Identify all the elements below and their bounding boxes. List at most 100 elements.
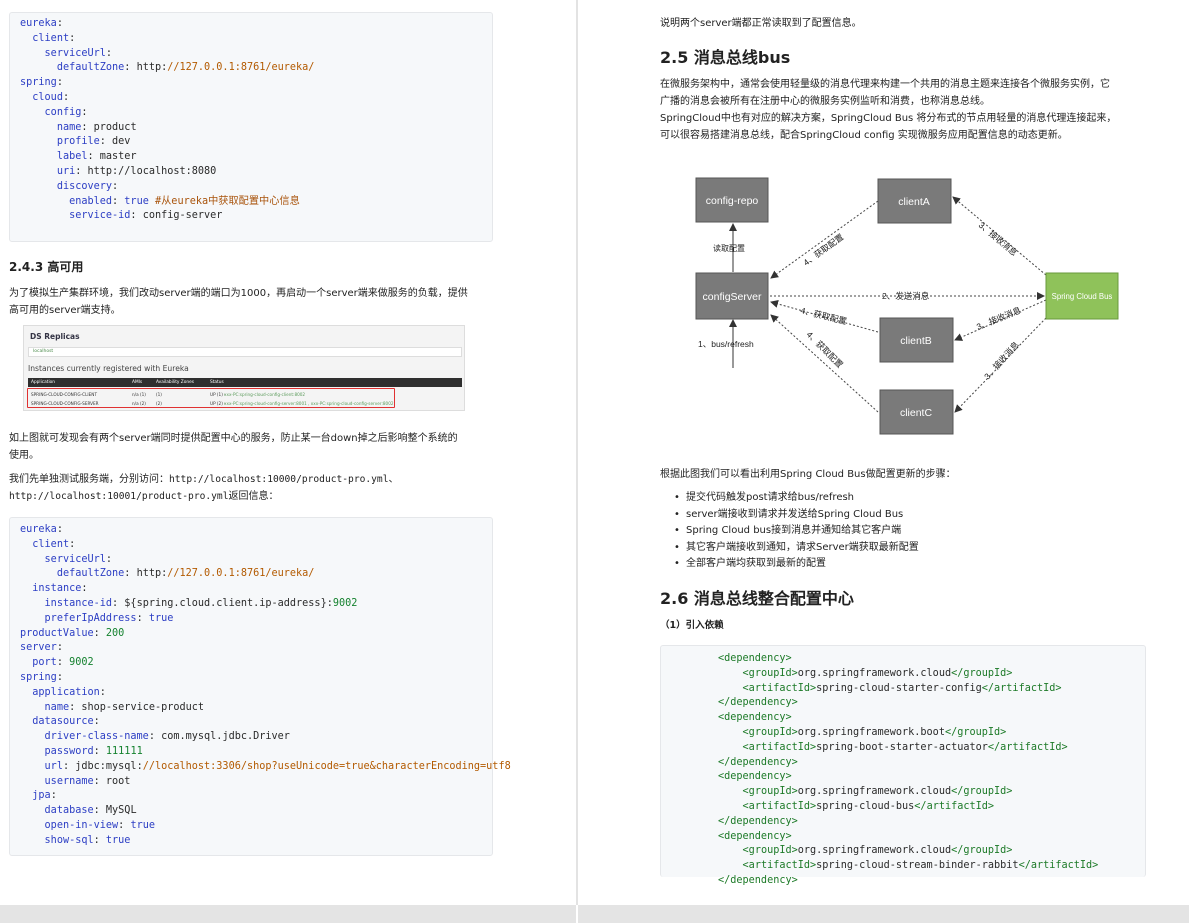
code-line: username: root: [44, 775, 131, 787]
table-row: SPRING-CLOUD-CONFIG-CLIENT n/a (1) (1) U…: [31, 392, 306, 397]
code-line: defaultZone: http://127.0.0.1:8761/eurek…: [56, 568, 315, 580]
list-item: 提交代码触发post请求给bus/refresh: [672, 490, 919, 507]
list-item: 全部客户端均获取到最新的配置: [672, 556, 919, 573]
list-item: 其它客户端接收到通知，请求Server端获取最新配置: [672, 540, 919, 557]
code-line: application:: [32, 686, 106, 698]
code-line: </dependency>: [718, 756, 798, 768]
code-line: <dependency>: [718, 771, 792, 783]
arrow-receive-a: [952, 196, 1047, 276]
label-receive-c: 3、接收消息: [982, 339, 1021, 381]
code-line: instance-id: ${spring.cloud.client.ip-ad…: [44, 597, 358, 609]
eureka-table-header: Application AMIs Availability Zones Stat…: [28, 378, 462, 387]
box-client-a: [877, 178, 952, 224]
eureka-dashboard-screenshot: DS Replicas localhost Instances currentl…: [23, 325, 465, 411]
label-read-config: 读取配置: [713, 243, 745, 253]
label-get-config-b: 4、获取配置: [800, 305, 849, 326]
code-line: spring:: [20, 77, 63, 89]
paragraph-bus-intro: 在微服务架构中，通常会使用轻量级的消息代理来构建一个共用的消息主题来连接各个微服…: [660, 79, 1117, 141]
yaml-code-block-1: eureka: client: serviceUrl: defaultZone:…: [9, 12, 493, 242]
code-line: cloud:: [32, 91, 70, 103]
box-config-server: [695, 272, 769, 320]
code-line: serviceUrl:: [44, 553, 113, 565]
code-line: <artifactId>spring-cloud-starter-config<…: [742, 682, 1062, 694]
eureka-replica-box: localhost: [28, 347, 462, 357]
page-divider: [576, 0, 578, 923]
box-client-b: [879, 317, 954, 363]
label-client-c: clientC: [900, 407, 933, 419]
xml-dependency-block: <dependency> <groupId>org.springframewor…: [660, 645, 1146, 886]
code-line: <dependency>: [718, 653, 792, 664]
label-get-config-c: 4、获取配置: [805, 329, 846, 370]
code-line: show-sql: true: [44, 834, 131, 846]
yaml-code-block-2: eureka: client: serviceUrl: defaultZone:…: [9, 517, 511, 856]
code-line: <artifactId>spring-cloud-stream-binder-r…: [742, 860, 1099, 872]
label-client-b: clientB: [900, 335, 932, 347]
code-line: <groupId>org.springframework.cloud</grou…: [742, 786, 1013, 798]
section-heading-2-5: 2.5 消息总线bus: [660, 48, 791, 67]
code-line: <dependency>: [718, 712, 792, 724]
eureka-title: DS Replicas: [30, 332, 80, 341]
list-item: Spring Cloud bus接到消息并通知给其它客户端: [672, 523, 919, 540]
code-line: serviceUrl:: [44, 47, 113, 59]
label-receive-b: 3、接收消息: [975, 305, 1023, 332]
code-line: server:: [20, 642, 63, 654]
arrow-receive-b: [954, 299, 1047, 341]
label-config-server: configServer: [703, 291, 762, 303]
code-line: name: product: [56, 121, 137, 133]
code-line: label: master: [56, 151, 137, 163]
code-line: service-id: config-server: [69, 210, 223, 222]
section-heading-2-4-3: 2.4.3 高可用: [9, 260, 84, 274]
label-send-message: 2、发送消息: [882, 291, 930, 301]
code-line: url: jdbc:mysql://localhost:3306/shop?us…: [44, 760, 511, 772]
steps-list: 提交代码触发post请求给bus/refreshserver端接收到请求并发送给…: [672, 490, 919, 573]
code-line: name: shop-service-product: [44, 701, 205, 713]
code-line: instance:: [32, 583, 88, 595]
code-line: discovery:: [56, 180, 119, 192]
subheading-dependencies: （1）引入依赖: [660, 620, 724, 631]
code-line: eureka:: [20, 524, 63, 535]
code-line: defaultZone: http://127.0.0.1:8761/eurek…: [56, 62, 315, 74]
arrow-receive-c: [954, 317, 1047, 413]
label-get-config-a: 4、获取配置: [801, 231, 845, 267]
bus-architecture-diagram: config-repo configServer clientA clientB…: [695, 177, 1119, 435]
code-line: <groupId>org.springframework.cloud</grou…: [742, 845, 1013, 857]
label-spring-cloud-bus: Spring Cloud Bus: [1052, 292, 1113, 301]
left-page: eureka: client: serviceUrl: defaultZone:…: [0, 0, 576, 905]
code-line: enabled: true #从eureka中获取配置中心信息: [69, 195, 300, 207]
code-line: </dependency>: [718, 874, 798, 886]
code-line: uri: http://localhost:8080: [56, 165, 217, 177]
top-line: 说明两个server端都正常读取到了配置信息。: [660, 18, 862, 29]
code-line: eureka:: [20, 18, 63, 29]
paragraph-two-servers: 如上图就可发现会有两个server端同时提供配置中心的服务，防止某一台down掉…: [9, 433, 458, 461]
code-line: port: 9002: [32, 657, 94, 669]
code-line: spring:: [20, 671, 63, 683]
code-line: client:: [32, 32, 76, 44]
steps-intro: 根据此图我们可以看出利用Spring Cloud Bus做配置更新的步骤：: [660, 469, 956, 480]
code-line: <artifactId>spring-boot-starter-actuator…: [742, 741, 1068, 753]
section-heading-2-6: 2.6 消息总线整合配置中心: [660, 589, 854, 608]
box-client-c: [879, 389, 954, 435]
list-item: server端接收到请求并发送给Spring Cloud Bus: [672, 507, 919, 524]
code-line: <artifactId>spring-cloud-bus</artifactId…: [742, 800, 995, 812]
code-line: driver-class-name: com.mysql.jdbc.Driver: [44, 731, 290, 743]
code-line: </dependency>: [718, 697, 798, 709]
label-refresh: 1、bus/refresh: [698, 339, 754, 349]
label-config-repo: config-repo: [706, 195, 759, 207]
code-line: jpa:: [32, 790, 57, 802]
right-page: 说明两个server端都正常读取到了配置信息。 2.5 消息总线bus 在微服务…: [578, 0, 1189, 905]
box-spring-cloud-bus: [1045, 272, 1119, 320]
table-row: SPRING-CLOUD-CONFIG-SERVER n/a (2) (2) U…: [31, 401, 394, 406]
highlight-box: [27, 388, 395, 408]
paragraph-test-urls: 我们先单独测试服务端，分别访问：http://localhost:10000/p…: [9, 474, 399, 502]
code-line: client:: [32, 538, 76, 550]
page-bottom-strip: [0, 905, 1189, 923]
code-line: datasource:: [32, 716, 100, 728]
code-line: password: 111111: [44, 745, 143, 757]
code-line: productValue: 200: [20, 627, 125, 639]
code-line: config:: [44, 106, 88, 118]
code-line: <dependency>: [718, 830, 792, 842]
arrow-get-config-a: [770, 200, 879, 279]
box-config-repo: [695, 177, 769, 223]
label-client-a: clientA: [898, 196, 930, 208]
code-line: profile: dev: [56, 136, 131, 148]
